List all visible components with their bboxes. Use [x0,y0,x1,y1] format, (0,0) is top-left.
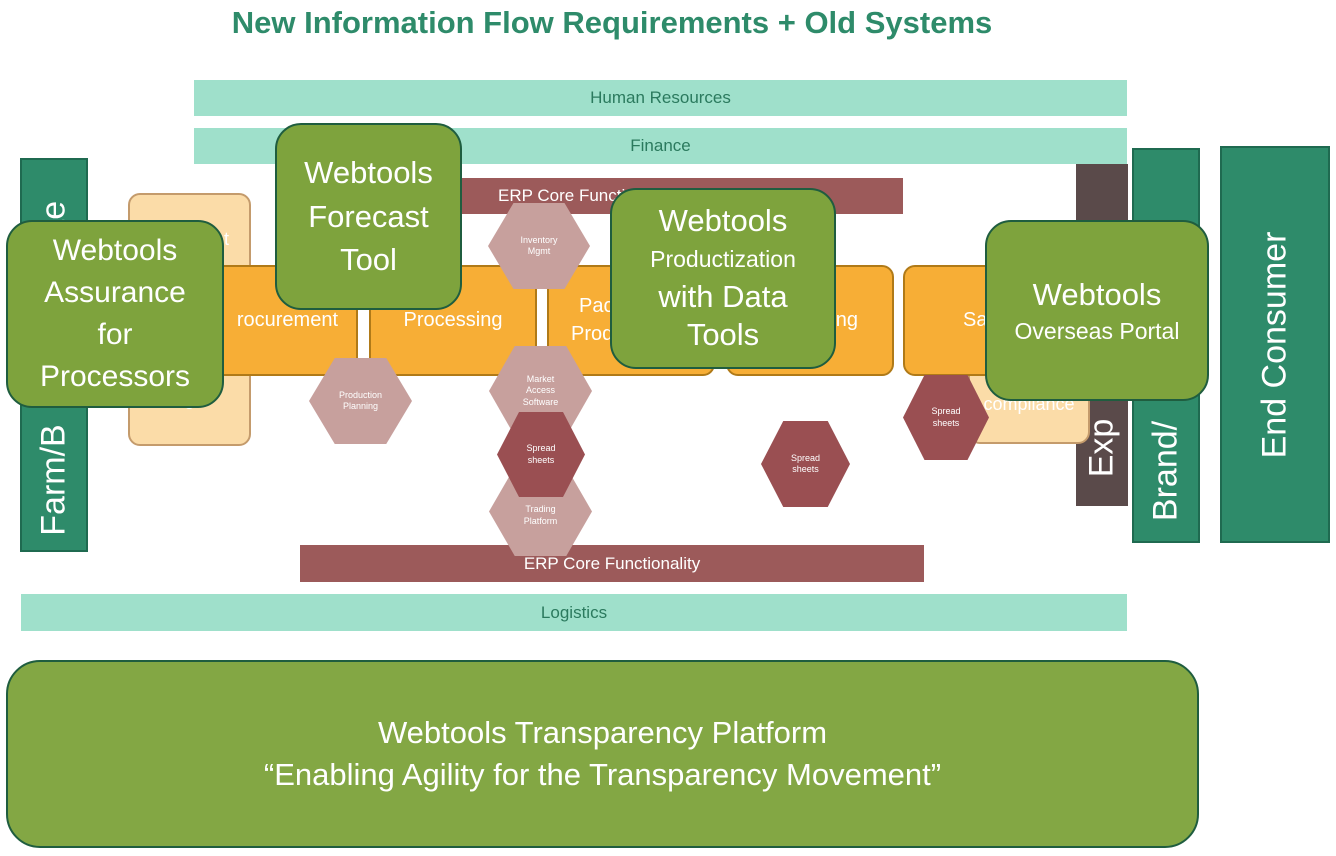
inventory-hex-line-2: Mgmt [527,246,551,256]
platform-title: Webtools Transparency Platform [377,715,828,751]
market-hex-line-1: Market [526,374,555,385]
production-hex-line-1: Production [338,389,383,400]
spreadsheets-sales-line-2: sheets [932,417,960,428]
trading-hex-line-2: Platform [523,515,558,526]
webtools-overseas-card: Webtools Overseas Portal [985,220,1209,401]
human-resources-band: Human Resources [194,80,1127,116]
end-consumer-bar: End Consumer [1220,146,1330,543]
spreadsheets-center-line-1: Spread [526,443,556,454]
market-hex-line-2: Access [525,385,555,396]
webtools-productization-card: Webtools Productization with Data Tools [610,188,836,369]
platform-tagline: “Enabling Agility for the Transparency M… [263,757,942,792]
forecast-line-1: Webtools [304,155,433,191]
assurance-line-3: for [97,318,133,351]
productization-line-1: Webtools [658,203,788,238]
packing-label-2: Prod [571,323,614,345]
assurance-line-2: Assurance [44,276,186,309]
forecast-line-3: Tool [340,242,397,278]
trading-hex-line-1: Trading [525,504,556,515]
productization-line-3: with Data [658,278,788,314]
diagram-title: New Information Flow Requirements + Old … [231,5,993,40]
forecast-line-2: Forecast [308,198,429,234]
assurance-line-1: Webtools [52,234,178,267]
brand-bar-label: Brand/ [1146,420,1185,521]
overseas-line-1: Webtools [1032,277,1162,313]
webtools-forecast-card: Webtools Forecast Tool [275,123,462,310]
market-hex-line-3: Software [522,396,559,407]
erp-core-bottom: ERP Core Functionality [300,545,924,582]
productization-line-2: Productization [650,245,796,272]
transparency-platform-box: Webtools Transparency Platform “Enabling… [6,660,1199,848]
production-hex-line-2: Planning [342,401,379,411]
inventory-hex-line-1: Inventory [520,234,558,245]
end-consumer-label: End Consumer [1255,231,1294,458]
productization-line-4: Tools [686,317,760,353]
spreadsheets-right-line-1: Spread [790,452,821,463]
spreadsheets-right-line-2: sheets [792,464,819,474]
assurance-line-4: Processors [39,360,191,393]
spreadsheets-right-hex: Spread sheets [761,421,850,507]
spreadsheets-sales-line-1: Spread [931,406,961,417]
packing-label-1: Pac [579,295,614,317]
farm-bar-label: Farm/B [34,424,73,536]
webtools-assurance-card: Webtools Assurance for Processors [6,220,224,408]
spreadsheets-center-line-2: sheets [527,454,555,465]
logistics-band: Logistics [21,594,1127,631]
overseas-line-2: Overseas Portal [1014,317,1180,344]
